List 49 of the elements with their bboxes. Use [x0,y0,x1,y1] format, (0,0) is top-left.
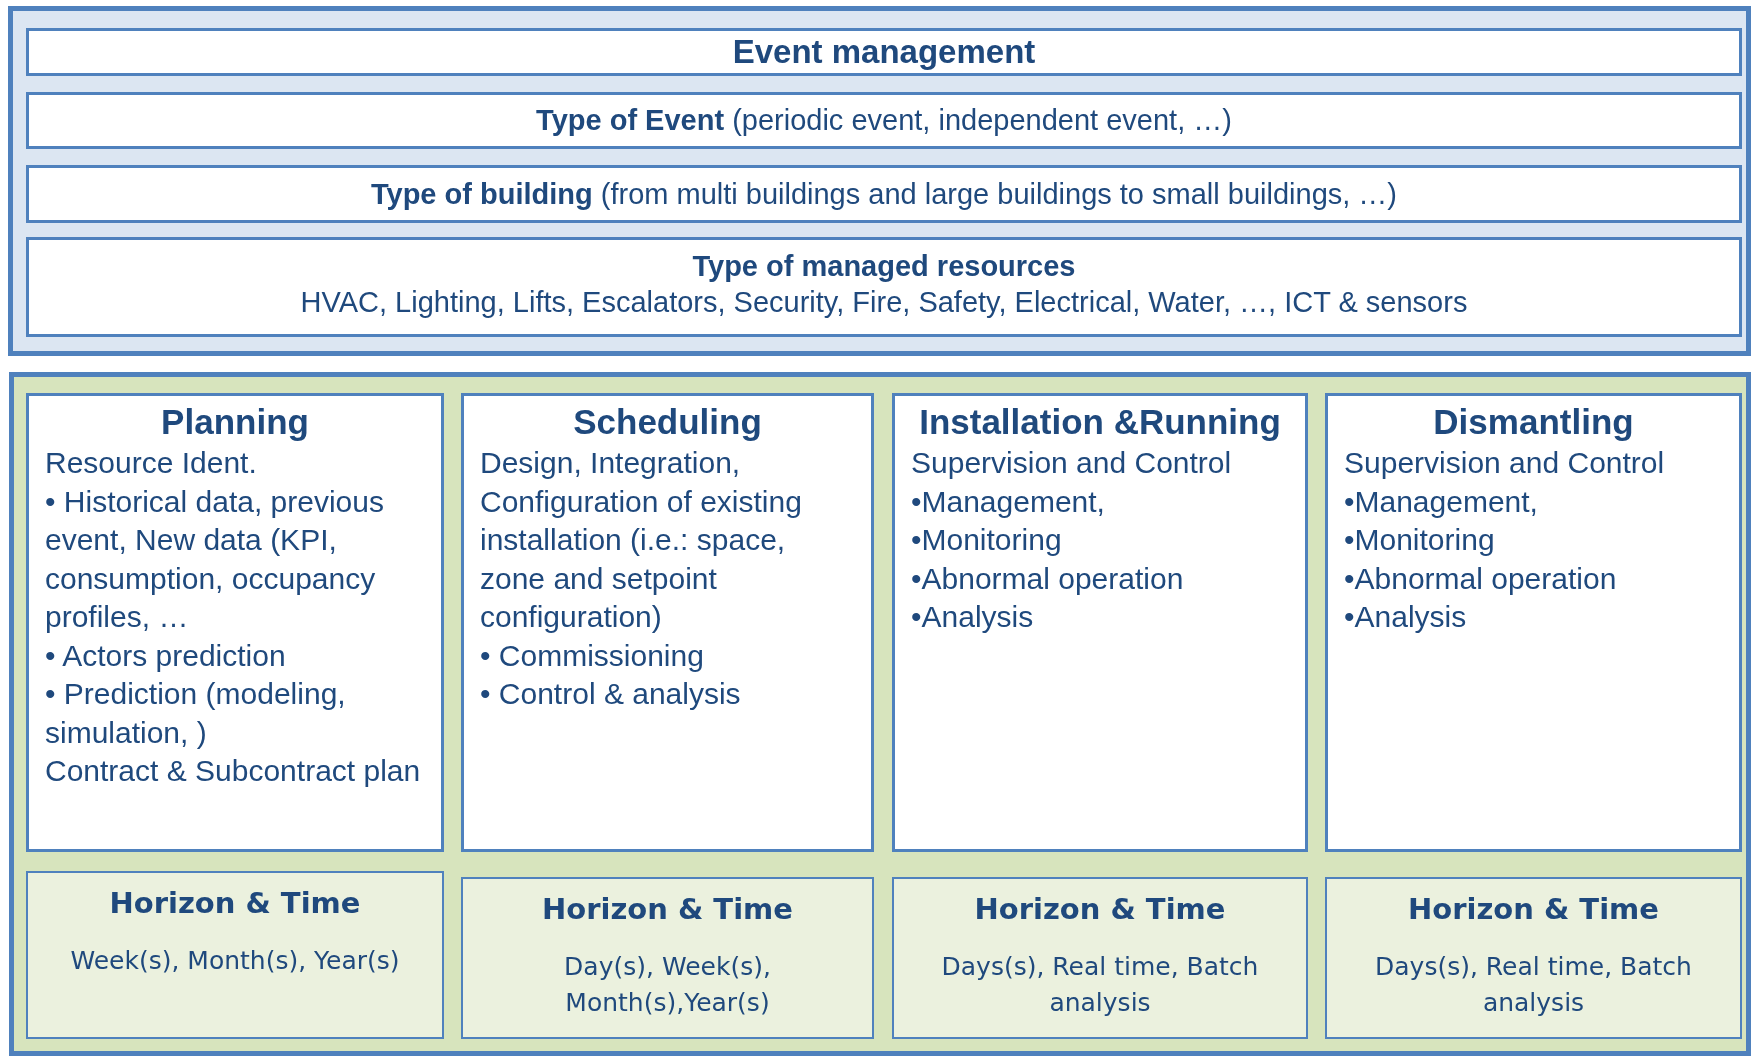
text: •Abnormal operation [1344,560,1618,597]
text: Days(s), Real time, Batch analysis [940,951,1260,1019]
text: •Abnormal operation [911,560,1185,597]
heading: Horizon & Time [108,885,362,921]
heading: Planning [160,402,310,442]
text: HVAC, Lighting, Lifts, Escalators, Security, Fire, Safety, Electrical, Water, …, ICT & sensors [299,285,1469,320]
phase-card [26,393,444,852]
text: • Commissioning [480,637,705,674]
text: •Management, [1344,483,1539,520]
time-box [26,871,444,1039]
text: Supervision and Control [911,445,1233,481]
text: • Historical data, previous event, New data (KPI, consumption, occupancy profiles, … [45,483,385,635]
text: •Monitoring [911,522,1063,558]
phase-card [461,393,874,852]
text: •Analysis [1344,599,1468,635]
phase-card [1325,393,1742,852]
text: •Monitoring [1344,522,1496,558]
text: Contract & Subcontract plan [45,753,422,789]
header-box [26,92,1742,149]
heading: Type of building (from multi buildings and large buildings to small buildings, …) [369,177,1399,212]
header-box [26,237,1742,337]
top-panel [8,6,1751,356]
text: Days(s), Real time, Batch analysis [1374,951,1693,1019]
text: Day(s), Week(s), Month(s),Year(s) [563,951,772,1019]
bottom-panel [9,372,1751,1056]
text: Week(s), Month(s), Year(s) [69,945,401,977]
text: •Analysis [911,599,1035,635]
text: • Prediction (modeling, simulation, ) [45,676,347,751]
heading: Dismantling [1432,402,1635,442]
heading: Installation &Running [918,402,1282,442]
title-box [26,28,1742,76]
heading: Scheduling [572,402,763,442]
header-box [26,165,1742,223]
heading: Type of managed resources [691,249,1077,284]
heading: Type of Event (periodic event, independent event, …) [535,103,1233,138]
heading: Event management [731,32,1037,72]
heading: Horizon & Time [973,891,1227,927]
text: •Management, [911,483,1106,520]
text: • Control & analysis [480,676,742,712]
heading: Horizon & Time [541,891,794,927]
text: Design, Integration, Configuration of existing installation (i.e.: space, zone and setpoint configuration) [480,445,803,635]
time-box [1325,877,1742,1039]
text: • Actors prediction [45,637,287,674]
phase-card [892,393,1308,852]
text: Resource Ident. [45,445,258,481]
time-box [461,877,874,1039]
text: Supervision and Control [1344,445,1666,481]
time-box [892,877,1308,1039]
heading: Horizon & Time [1407,891,1660,927]
